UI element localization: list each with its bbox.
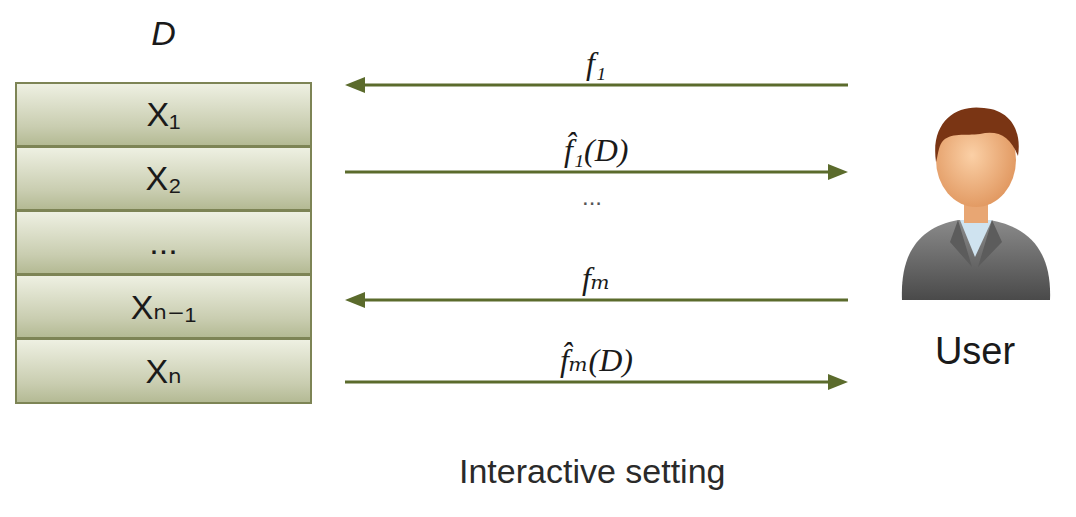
database-stack: D X₁ X₂... Xₙ₋₁ Xₙ — [15, 8, 312, 404]
arrow-head — [345, 77, 365, 93]
user-icon — [880, 92, 1070, 307]
row-label: ... — [149, 223, 177, 262]
arrow-head — [345, 292, 365, 308]
user-actor: User — [880, 92, 1070, 384]
user-body — [902, 220, 1050, 300]
caption: Interactive setting — [459, 452, 725, 491]
query-label: f̂ₘ(D) — [557, 342, 636, 379]
table-row: X₁ — [15, 82, 312, 147]
row-label: Xₙ — [145, 351, 181, 391]
row-label: X₁ — [146, 95, 180, 134]
user-hair — [935, 107, 1019, 162]
ellipsis-note: ... — [582, 183, 602, 211]
database-name: D — [15, 14, 312, 53]
row-label: X₂ — [146, 159, 182, 198]
query-label: f₁ — [583, 45, 609, 82]
query-label: fₘ — [579, 260, 614, 297]
query-label: f̂₁(D) — [561, 132, 631, 169]
arrow-line — [345, 381, 828, 384]
arrow-head — [828, 164, 848, 180]
arrow-line — [345, 171, 828, 174]
arrow-head — [828, 374, 848, 390]
table-row: X₂ — [15, 146, 312, 211]
table-row: Xₙ — [15, 338, 312, 404]
arrow-line — [365, 84, 848, 87]
row-label: Xₙ₋₁ — [131, 287, 197, 327]
table-row: ... — [15, 210, 312, 275]
user-lapel — [950, 220, 1002, 267]
actor-label: User — [880, 330, 1070, 373]
arrow-line — [365, 299, 848, 302]
table-row: Xₙ₋₁ — [15, 274, 312, 339]
